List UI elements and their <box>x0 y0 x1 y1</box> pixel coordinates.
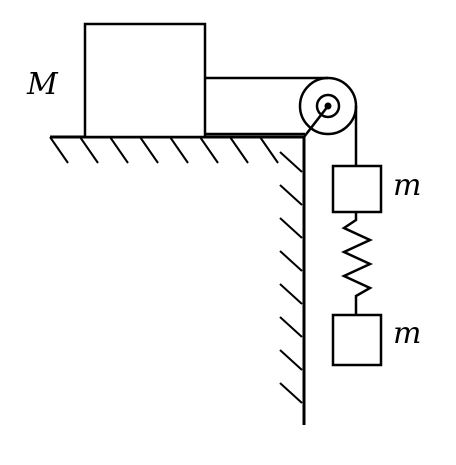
block-lower-hanging-mass <box>331 313 383 367</box>
spring-icon <box>341 212 373 315</box>
table-surface-hatching <box>49 136 279 164</box>
block-large-mass <box>83 22 207 139</box>
label-upper-hanging-mass: m <box>393 168 421 203</box>
pulley-bracket <box>303 105 329 138</box>
block-upper-hanging-mass <box>331 164 383 214</box>
label-lower-hanging-mass: m <box>393 316 421 351</box>
label-large-mass: M <box>26 67 59 102</box>
table-wall-hatching <box>279 151 303 404</box>
